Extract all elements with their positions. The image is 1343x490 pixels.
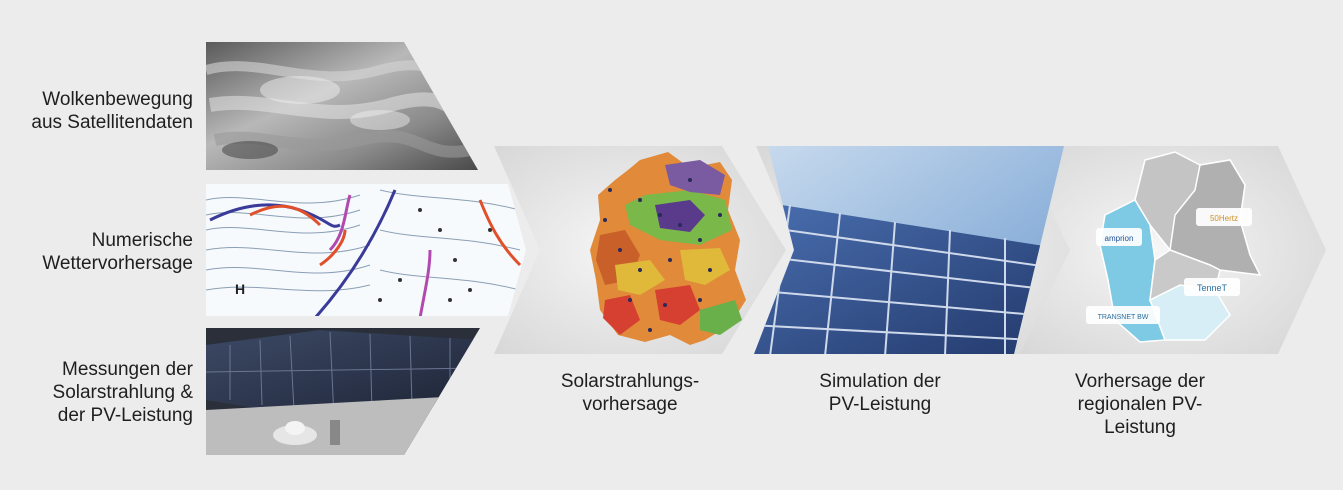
step-label-regional-forecast: Vorhersage der regionalen PV- Leistung: [1075, 371, 1205, 438]
logo-transnet-bw: TRANSNET BW: [1098, 314, 1149, 321]
logo-amprion: amprion: [1105, 234, 1134, 243]
pv-panel-image: [754, 146, 1064, 354]
input-label-measurements: Messungen der Solarstrahlung & der PV-Le…: [52, 359, 193, 426]
input-label-nwp: Numerische Wettervorhersage: [42, 230, 193, 274]
step-label-pv-simulation: Simulation der PV-Leistung: [819, 371, 941, 415]
measurement-photo: [206, 328, 480, 455]
logo-50hertz: 50Hertz: [1210, 214, 1238, 223]
weather-map: H: [206, 184, 526, 316]
satellite-image: [206, 42, 478, 170]
regional-tso-map: amprion 50Hertz TenneT TRANSNET BW: [1086, 151, 1262, 343]
step-label-solar-forecast: Solarstrahlungs- vorhersage: [560, 371, 700, 415]
input-label-satellite: Wolkenbewegung aus Satellitendaten: [31, 89, 193, 133]
solar-radiation-map: [590, 152, 746, 345]
svg-text:H: H: [235, 281, 245, 297]
logo-tennet: TenneT: [1197, 283, 1228, 293]
